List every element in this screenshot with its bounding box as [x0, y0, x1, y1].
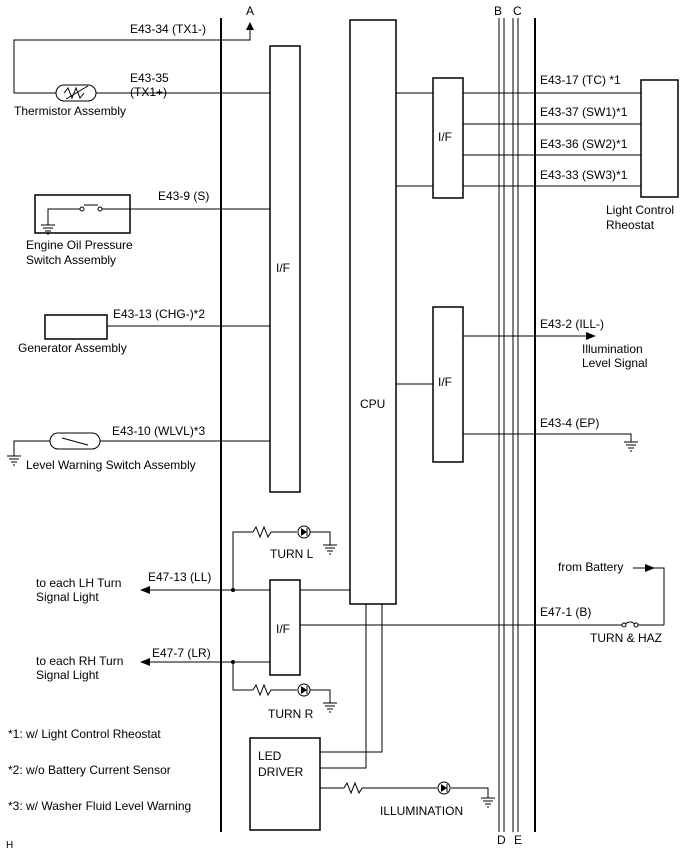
ground-icon: [322, 702, 338, 713]
wlvl-wire: [13, 440, 270, 456]
note-1: *1: w/ Light Control Rheostat: [8, 727, 161, 741]
generator-box: [44, 314, 108, 340]
lh-label-1: to each LH Turn: [36, 576, 121, 590]
if-mid-right-label: I/F: [438, 375, 452, 389]
light-control-label-2: Rheostat: [606, 218, 655, 232]
bus-label-b: B: [494, 4, 502, 18]
bus-label-a: A: [246, 4, 254, 18]
turn-l-circuit: [232, 525, 331, 590]
arrow-icon: [140, 586, 150, 594]
oil-pressure-label-1: Engine Oil Pressure: [26, 238, 133, 252]
turn-haz-label: TURN & HAZ: [590, 631, 662, 645]
led-icon: [437, 781, 451, 795]
illumination-level-label-2: Level Signal: [582, 356, 647, 370]
ground-icon: [6, 455, 22, 466]
from-battery-label: from Battery: [558, 560, 623, 574]
ep-label: E43-4 (EP): [540, 416, 599, 430]
thermistor-label: Thermistor Assembly: [14, 104, 126, 118]
led-icon: [297, 525, 311, 539]
tx1-minus-wire: [13, 27, 270, 94]
illumination-level-label-1: Illumination: [582, 342, 643, 356]
arrow-icon: [140, 658, 150, 666]
led-driver-wires: [320, 604, 383, 769]
arrow-icon: [246, 22, 254, 30]
sw2-label: E43-36 (SW2)*1: [540, 137, 628, 151]
thermistor-icon: [55, 84, 97, 102]
wlvl-signal-label: E43-10 (WLVL)*3: [112, 424, 205, 438]
bus-label-e: E: [514, 833, 522, 847]
if-top-right-label: I/F: [438, 130, 452, 144]
rheostat-wires: [396, 92, 641, 187]
lh-label-2: Signal Light: [36, 590, 99, 604]
bus-b: [498, 18, 505, 832]
tx1-plus-label-2: (TX1+): [130, 85, 167, 99]
ill-wires: [396, 335, 632, 442]
lr-wire: [150, 660, 331, 703]
led-driver-block: [249, 737, 321, 831]
if-left-block: [269, 45, 301, 493]
level-warning-switch-icon: [49, 432, 101, 450]
ground-icon: [480, 797, 496, 808]
if-bottom-label: I/F: [276, 622, 290, 636]
cpu-label: CPU: [360, 397, 385, 411]
oil-pressure-label-2: Switch Assembly: [26, 253, 116, 267]
arrow-icon: [645, 564, 655, 572]
lr-signal-label: E47-7 (LR): [152, 646, 211, 660]
note-3: *3: w/ Washer Fluid Level Warning: [8, 799, 191, 813]
generator-label: Generator Assembly: [18, 341, 127, 355]
led-driver-label-2: DRIVER: [258, 765, 304, 779]
chg-signal-label: E43-13 (CHG-)*2: [113, 307, 205, 321]
s-signal-label: E43-9 (S): [158, 189, 209, 203]
ground-icon: [322, 544, 338, 555]
rh-label-1: to each RH Turn: [36, 654, 123, 668]
rh-label-2: Signal Light: [36, 668, 99, 682]
if-top-right-block: [432, 77, 464, 199]
tx1-minus-label: E43-34 (TX1-): [130, 22, 206, 36]
oil-pressure-switch: [34, 194, 131, 235]
illumination-circuit: [320, 781, 489, 798]
led-driver-label-1: LED: [258, 749, 282, 763]
sw1-label: E43-37 (SW1)*1: [540, 105, 628, 119]
ll-wire: [150, 588, 350, 592]
arrow-icon: [586, 332, 596, 340]
bus-label-d: D: [497, 833, 506, 847]
sw3-label: E43-33 (SW3)*1: [540, 168, 628, 182]
if-bottom-block: [269, 579, 301, 676]
ill-minus-label: E43-2 (ILL-): [540, 317, 604, 331]
note-2: *2: w/o Battery Current Sensor: [8, 763, 171, 777]
switch-icon: [40, 204, 130, 235]
ground-icon: [623, 441, 639, 452]
tx1-plus-label-1: E43-35: [130, 71, 169, 85]
illumination-label: ILLUMINATION: [380, 804, 463, 818]
if-left-label: I/F: [276, 261, 290, 275]
turn-r-label: TURN R: [268, 707, 314, 721]
if-mid-right-block: [432, 306, 464, 463]
bus-label-c: C: [513, 4, 522, 18]
cpu-block: [349, 19, 397, 605]
b-signal-label: E47-1 (B): [540, 605, 591, 619]
corner-mark: H: [6, 840, 13, 851]
tc-label: E43-17 (TC) *1: [540, 73, 621, 87]
led-icon: [297, 683, 311, 697]
ll-signal-label: E47-13 (LL): [148, 570, 211, 584]
light-control-label-1: Light Control: [606, 203, 674, 217]
turn-l-label: TURN L: [270, 547, 314, 561]
light-control-rheostat-box: [640, 79, 679, 198]
fuse-icon: [621, 622, 639, 628]
bus-c: [512, 18, 519, 832]
level-warning-label: Level Warning Switch Assembly: [26, 458, 196, 472]
